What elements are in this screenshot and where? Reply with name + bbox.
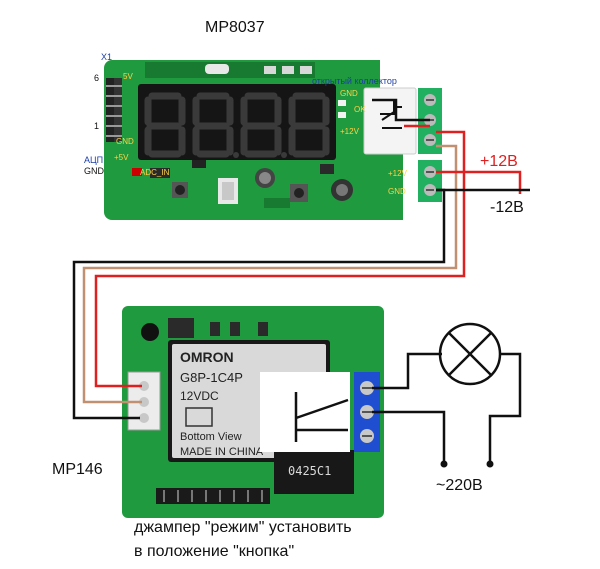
label-plus5v: +5V bbox=[114, 153, 129, 162]
wire-brown bbox=[82, 144, 458, 404]
label-pin6: 6 bbox=[94, 73, 99, 83]
title-mp8037: MP8037 bbox=[205, 19, 265, 36]
board-mp146: OMRON G8P-1C4P 12VDC Bottom View MADE IN… bbox=[122, 306, 384, 518]
relay-voltage: 12VDC bbox=[180, 389, 219, 403]
label-ok: OK bbox=[354, 105, 366, 114]
relay-brand: OMRON bbox=[180, 349, 234, 365]
board-components bbox=[132, 160, 353, 208]
wires bbox=[72, 98, 530, 464]
wire-lamp-right bbox=[488, 352, 522, 464]
label-adc-in: ADC_IN bbox=[140, 168, 170, 177]
wire-plus-12v bbox=[436, 170, 522, 194]
label-mains-220v: ~220В bbox=[436, 477, 483, 494]
relay-bottom-view: Bottom View bbox=[180, 431, 242, 443]
label-gnd-r: GND bbox=[340, 89, 358, 98]
label-gnd-left: GND bbox=[116, 137, 134, 146]
mains-terminal-left bbox=[440, 460, 448, 468]
caption-line1: джампер "режим" установить bbox=[134, 519, 352, 536]
wire-ok-black bbox=[372, 98, 430, 122]
wire-red-12v bbox=[94, 130, 466, 388]
label-gnd-adc: GND bbox=[84, 166, 105, 176]
caption-line2: в положение "кнопка" bbox=[134, 543, 294, 560]
label-minus-12v: -12В bbox=[490, 199, 524, 216]
seven-segment-display bbox=[138, 84, 336, 160]
wire-lamp-left bbox=[372, 352, 442, 390]
terminal-block-power bbox=[418, 160, 442, 202]
board-mp8037: X1 6 5V 1 GND +5V АЦП GND ADC_IN открыты… bbox=[84, 52, 442, 220]
label-plus-12v: +12В bbox=[480, 153, 518, 170]
wire-mains-left bbox=[372, 410, 446, 464]
header-x1 bbox=[106, 78, 122, 142]
label-12v-a: +12V bbox=[340, 127, 360, 136]
label-pin1: 1 bbox=[94, 121, 99, 131]
label-x1: X1 bbox=[101, 52, 112, 62]
label-5v: 5V bbox=[123, 72, 133, 81]
label-open-collector: открытый коллектор bbox=[312, 76, 397, 86]
label-12v-b: +12V bbox=[388, 169, 408, 178]
connector-left-mp146 bbox=[127, 371, 161, 431]
relay-code: 0425C1 bbox=[288, 464, 331, 478]
relay-model: G8P-1C4P bbox=[180, 370, 243, 385]
relay-made-in: MADE IN CHINA bbox=[180, 446, 264, 458]
label-adc: АЦП bbox=[84, 155, 103, 165]
label-gnd-b: GND bbox=[388, 187, 406, 196]
mains-terminal-right bbox=[486, 460, 494, 468]
lamp-symbol bbox=[438, 322, 502, 386]
label-mp146: MP146 bbox=[52, 461, 103, 478]
